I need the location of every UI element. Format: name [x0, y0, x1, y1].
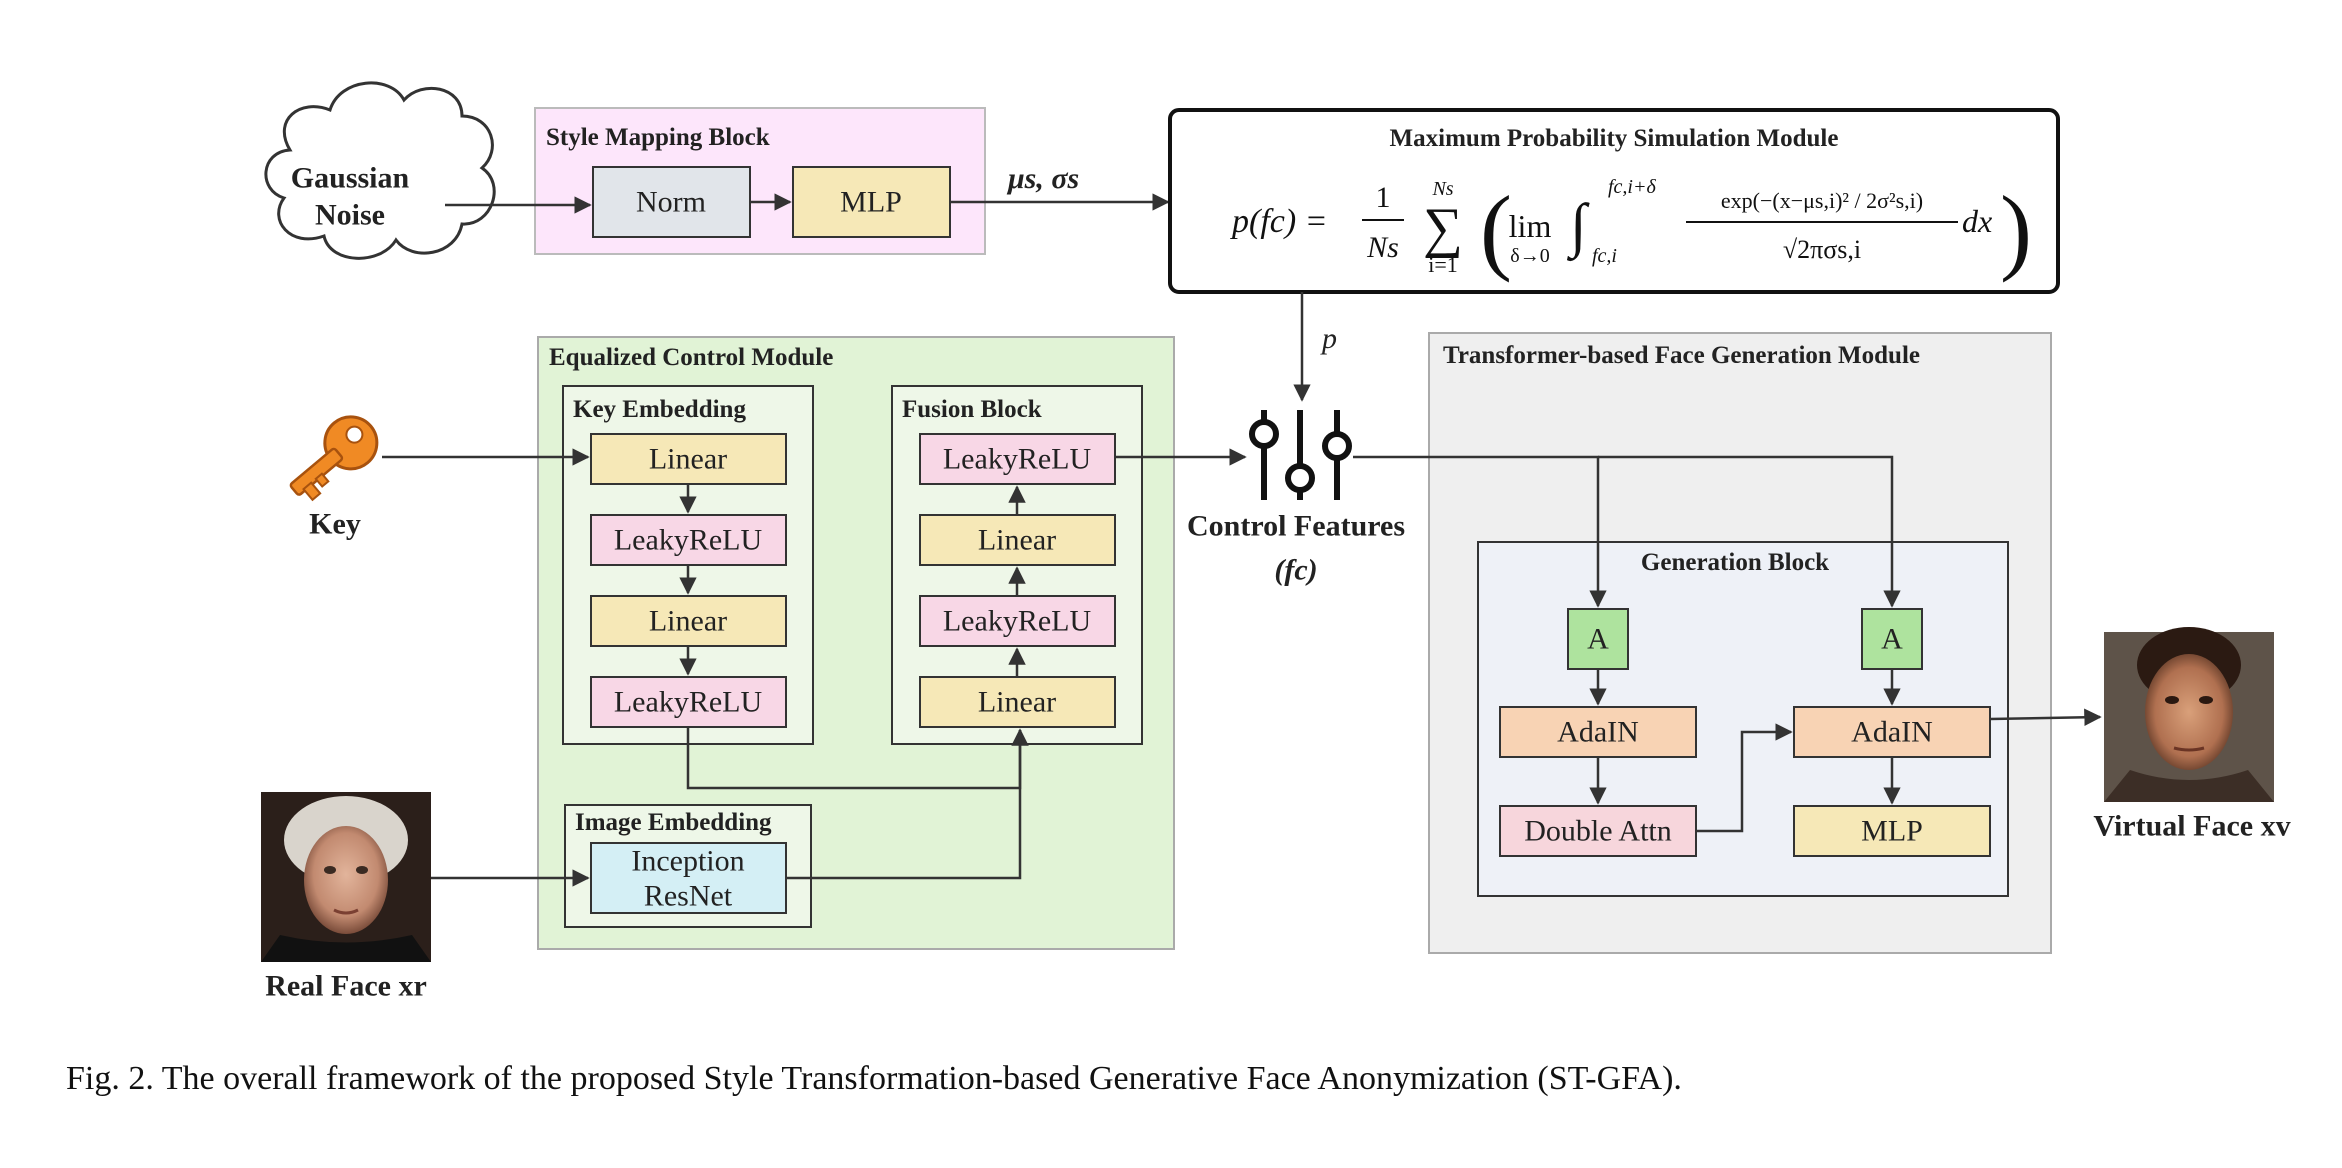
framework-diagram: Gaussian Noise Style Mapping Block Norm … [261, 81, 2291, 1003]
inception-label: Inception [631, 845, 744, 878]
formula-exp-den: √2πσs,i [1783, 235, 1861, 264]
svg-text:∑: ∑ [1423, 197, 1463, 259]
control-features-symbol: (fc) [1274, 554, 1317, 587]
double-attn-label: Double Attn [1524, 815, 1672, 848]
formula-exp-num: exp(−(x−μs,i)² / 2σ²s,i) [1721, 188, 1923, 213]
mu-sigma-label: μs, σs [1006, 162, 1079, 195]
inception-resnet-box [590, 842, 787, 914]
adain-right-label: AdaIN [1851, 716, 1933, 749]
adain-left [1499, 706, 1697, 758]
key-label: Key [309, 508, 361, 541]
key-leaky-2 [590, 676, 787, 728]
key-embedding-title: Key Embedding [573, 396, 746, 423]
key-embedding-layers: Linear LeakyReLU Linear LeakyReLU [590, 433, 787, 728]
style-mlp-label: MLP [840, 186, 902, 219]
fusion-linear-upper-label: Linear [978, 524, 1056, 557]
formula-sum-top: Ns [1431, 178, 1453, 200]
real-face-photo [261, 792, 431, 962]
p-label: p [1320, 322, 1337, 355]
mpsm-title: Maximum Probability Simulation Module [1390, 125, 1839, 152]
figure-caption: Fig. 2. The overall framework of the pro… [66, 1060, 1682, 1097]
key-linear-1-label: Linear [649, 443, 727, 476]
formula-int-upper: fc,i+δ [1608, 176, 1656, 198]
style-mapping-block: Style Mapping Block Norm MLP [534, 107, 986, 255]
probability-formula: p(fc) = 1 Ns Ns ∑ i=1 ( lim δ→0 ∫ fc,i+δ… [1230, 176, 2032, 283]
arrow-image-to-fusion [786, 730, 1022, 880]
cloud-icon [264, 81, 496, 260]
a-left-label: A [1587, 623, 1609, 656]
image-embedding-title: Image Embedding [575, 809, 772, 836]
fusion-leaky-lower-label: LeakyReLU [943, 605, 1092, 638]
virtual-face-photo [2104, 627, 2274, 802]
a-box-left [1567, 608, 1629, 670]
equalized-control-module: Equalized Control Module Key Embedding L… [537, 336, 1175, 950]
real-face-label: Real Face xr [265, 970, 427, 1003]
formula-lhs: p(fc) = [1230, 203, 1328, 240]
fusion-block-title: Fusion Block [902, 396, 1042, 423]
formula-frac-num: 1 [1376, 181, 1391, 214]
resnet-label: ResNet [644, 880, 733, 913]
key-leaky-2-label: LeakyReLU [614, 686, 763, 719]
formula-frac-den: Ns [1366, 231, 1399, 264]
formula-int-lower: fc,i [1592, 245, 1617, 267]
formula-dx: dx [1962, 203, 1992, 239]
svg-text:): ) [2000, 176, 2032, 283]
a-right-label: A [1881, 623, 1903, 656]
formula-lim: lim [1509, 208, 1552, 244]
key-leaky-1-label: LeakyReLU [614, 524, 763, 557]
gaussian-label-2: Noise [315, 199, 385, 232]
control-features-label: Control Features [1187, 510, 1405, 543]
fusion-block-layers: LeakyReLU Linear LeakyReLU Linear [919, 433, 1116, 728]
gen-mlp [1793, 805, 1991, 857]
tfgm-title: Transformer-based Face Generation Module [1443, 342, 1920, 369]
fusion-leaky-top [919, 433, 1116, 485]
arrow-control-to-a-right [1598, 455, 1901, 608]
norm-label: Norm [636, 186, 706, 219]
adain-left-label: AdaIN [1557, 716, 1639, 749]
gaussian-label-1: Gaussian [291, 162, 410, 195]
fusion-leaky-top-label: LeakyReLU [943, 443, 1092, 476]
fusion-leaky-lower [919, 595, 1116, 647]
key-icon [289, 415, 379, 502]
svg-text:(: ( [1480, 176, 1512, 283]
a-box-right [1861, 608, 1923, 670]
formula-sum-bottom: i=1 [1428, 252, 1458, 277]
slider-control-icon [1249, 410, 1352, 500]
ecm-title: Equalized Control Module [549, 344, 833, 371]
fusion-linear-upper [919, 514, 1116, 566]
gaussian-noise-cloud: Gaussian Noise [264, 81, 496, 260]
face-generation-module: Transformer-based Face Generation Module… [1428, 332, 2052, 954]
norm-box [592, 166, 751, 238]
double-attn [1499, 805, 1697, 857]
gen-mlp-label: MLP [1861, 815, 1923, 848]
key-linear-2-label: Linear [649, 605, 727, 638]
arrow-to-virtual-face [1989, 708, 2102, 727]
style-mlp-box [792, 166, 951, 238]
max-probability-simulation-module: Maximum Probability Simulation Module p(… [1168, 108, 2060, 294]
formula-lim-sub: δ→0 [1510, 245, 1549, 267]
key-leaky-1 [590, 514, 787, 566]
fusion-linear-bottom-label: Linear [978, 686, 1056, 719]
virtual-face-label: Virtual Face xv [2093, 810, 2290, 843]
style-mapping-title: Style Mapping Block [546, 124, 770, 151]
generation-block-title: Generation Block [1641, 549, 1829, 576]
svg-text:∫: ∫ [1567, 192, 1590, 262]
key-linear-1 [590, 433, 787, 485]
fusion-linear-bottom [919, 676, 1116, 728]
